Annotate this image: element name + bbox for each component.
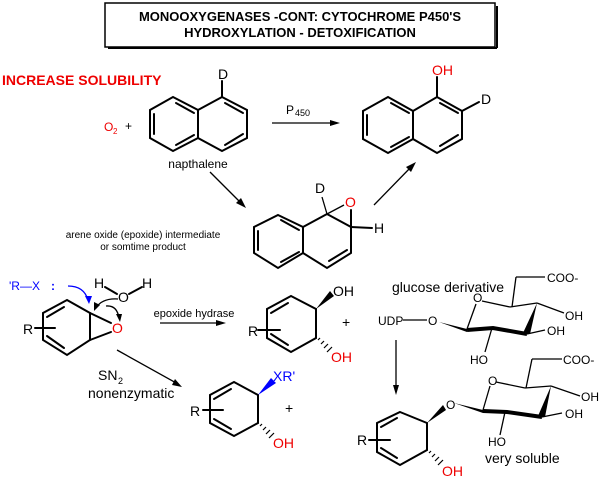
- glucuronide-oh2: OH: [565, 407, 583, 421]
- curved-arrow-water: [95, 298, 119, 309]
- napthalene-label: napthalene: [168, 157, 228, 171]
- o2-subscript: 2: [113, 127, 118, 136]
- diol-structure: [257, 291, 334, 354]
- sn2-arrow: [116, 349, 179, 385]
- naphthol-oh: OH: [432, 62, 453, 78]
- o2-label: O: [104, 120, 113, 134]
- udp-oxygen: O: [428, 314, 437, 328]
- arrow-to-naphthol: [373, 165, 413, 206]
- diol-oh-bottom: OH: [331, 349, 352, 365]
- naphthol-d: D: [481, 91, 491, 107]
- title-box: [104, 2, 496, 48]
- sn2-label: SN: [98, 367, 117, 383]
- adduct-structure: [202, 378, 276, 439]
- glucuronide-link-o: O: [446, 398, 455, 412]
- glucuronide-oh: OH: [442, 463, 463, 479]
- heading: INCREASE SOLUBILITY: [2, 72, 162, 88]
- glucuronide-ring-o: O: [488, 374, 497, 388]
- glucose-ho: HO: [470, 353, 488, 367]
- glucuronide-ho: HO: [488, 435, 506, 449]
- glucose-ring-o: O: [473, 291, 482, 305]
- glucuronide-oh1: OH: [581, 390, 599, 404]
- adduct-r-group: R: [190, 403, 200, 419]
- curved-arrow-nucleophile: [67, 285, 89, 301]
- epoxide-o: O: [345, 194, 356, 210]
- water-o: O: [118, 289, 129, 305]
- arrow-to-epoxide: [209, 171, 243, 205]
- title-line1: MONOOXYGENASES -CONT: CYTOCHROME P450'S: [139, 9, 461, 24]
- water-h2: H: [142, 275, 152, 291]
- epoxide-h: H: [374, 220, 384, 236]
- r-group: R: [23, 321, 33, 337]
- arene-oxide-structure: [253, 196, 373, 270]
- very-soluble-label: very soluble: [485, 450, 560, 466]
- curved-arrow-epoxide: [105, 305, 120, 319]
- glucose-derivative-label: glucose derivative: [392, 279, 504, 295]
- epoxide-substrate-structure: [34, 298, 112, 357]
- diol-r-group: R: [248, 323, 258, 339]
- water-h1: H: [94, 275, 104, 291]
- adduct-oh: OH: [273, 435, 294, 451]
- plus-sign: +: [125, 119, 132, 133]
- glucose-oh1: OH: [565, 309, 583, 323]
- epoxide-oxygen: O: [112, 320, 123, 336]
- intermediate-caption-2: or somtime product: [100, 242, 186, 253]
- glucuronide-coo: COO-: [563, 353, 594, 367]
- nucleophile-label: 'R—X: [9, 279, 40, 293]
- nonenzymatic-label: nonenzymatic: [88, 385, 174, 401]
- title-line2: HYDROXYLATION - DETOXIFICATION: [184, 25, 416, 40]
- glucose-oh2: OH: [547, 324, 565, 338]
- intermediate-caption-1: arene oxide (epoxide) intermediate: [66, 230, 221, 241]
- glucuronide-r-group: R: [357, 432, 367, 448]
- naphthalene-structure: [149, 80, 248, 153]
- diol-oh-top: OH: [333, 283, 354, 299]
- deuterium-label: D: [218, 66, 228, 82]
- udp-label: UDP: [378, 314, 403, 328]
- nucleophile-lone-pair: :: [51, 279, 55, 293]
- p450-subscript: 450: [295, 108, 310, 118]
- epoxide-d: D: [315, 180, 325, 196]
- plus-sign-2: +: [342, 314, 350, 330]
- adduct-xr: XR': [273, 368, 295, 384]
- glucose-coo: COO-: [547, 271, 578, 285]
- glucose-chair: [439, 276, 565, 353]
- glucuronide-aglycone-ring: [368, 405, 446, 467]
- p450-label: P: [286, 103, 294, 117]
- epoxide-hydrase-label: epoxide hydrase: [154, 308, 235, 320]
- sn2-subscript: 2: [118, 376, 123, 386]
- plus-sign-3: +: [285, 400, 293, 416]
- glucuronide-chair: [454, 358, 581, 436]
- naphthol-structure: [362, 76, 480, 155]
